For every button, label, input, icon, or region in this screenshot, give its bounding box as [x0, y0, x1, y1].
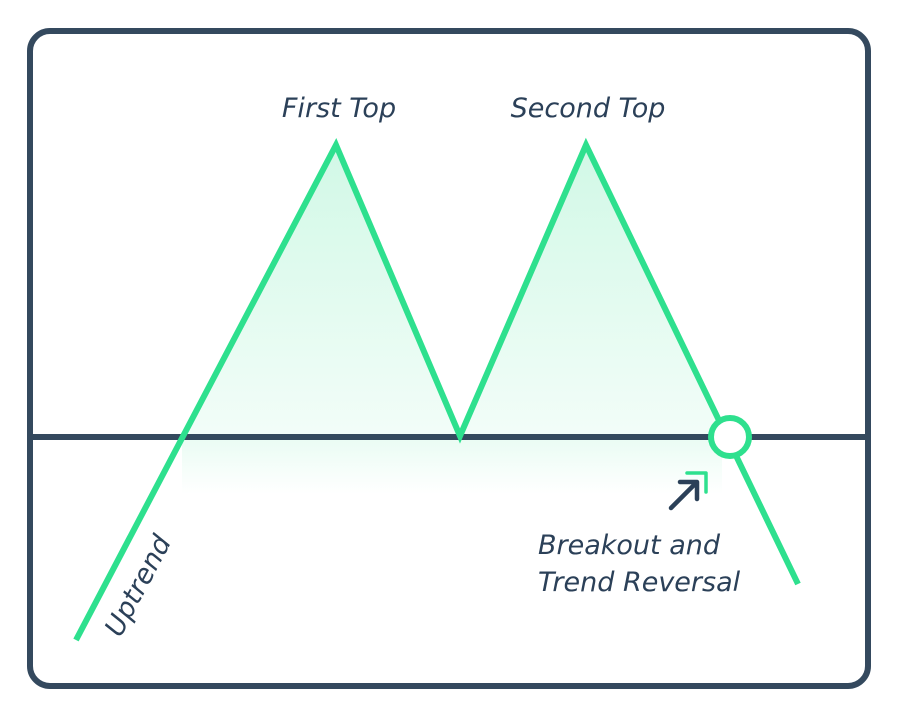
first-top-label: First Top: [282, 93, 396, 124]
first-top-shaded-area: [182, 145, 460, 436]
second-top-shaded-area: [460, 145, 728, 436]
breakout-label-line-2: Trend Reversal: [538, 567, 741, 598]
below-neckline-shade: [182, 439, 722, 494]
breakout-point-marker: [708, 415, 752, 459]
diagram-frame: [27, 28, 871, 689]
second-top-label: Second Top: [511, 93, 666, 124]
price-line: [73, 137, 801, 642]
arrow-up-right-icon: [668, 471, 708, 511]
breakout-label-line-1: Breakout and: [538, 530, 721, 561]
